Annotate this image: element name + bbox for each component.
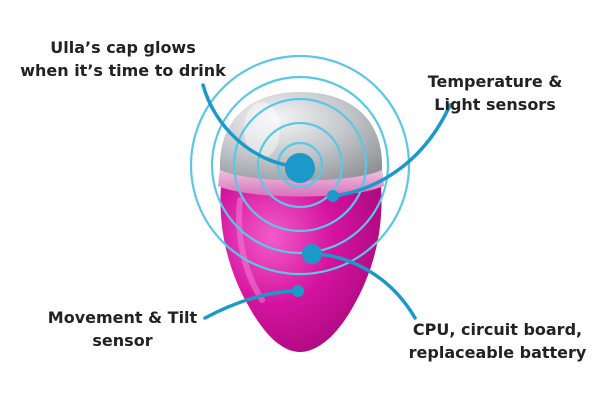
label-line: Movement & Tilt [47, 308, 198, 327]
cap-shine [244, 102, 280, 158]
label-sensors: Temperature & Light sensors [425, 70, 565, 116]
label-cpu: CPU, circuit board, replaceable battery [405, 318, 590, 364]
label-line: when it’s time to drink [20, 61, 226, 80]
glow-rings [189, 54, 411, 276]
label-line: Ulla’s cap glows [50, 38, 196, 57]
label-line: Temperature & [427, 72, 563, 91]
label-line: CPU, circuit board, [412, 320, 583, 339]
callout-line-sensors [331, 103, 452, 198]
dot-cap [285, 153, 315, 183]
dot-sensors [327, 190, 339, 202]
callout-dots [285, 153, 339, 297]
callout-lines [201, 83, 452, 320]
callout-line-cpu [312, 252, 417, 320]
dot-movement [292, 285, 304, 297]
dot-cpu [302, 244, 322, 264]
body-highlight [236, 197, 265, 303]
callout-line-movement [203, 289, 300, 320]
label-cap-glow: Ulla’s cap glows when it’s time to drink [18, 36, 228, 82]
label-line: sensor [92, 331, 153, 350]
label-movement: Movement & Tilt sensor [40, 306, 205, 352]
label-line: replaceable battery [408, 343, 587, 362]
label-line: Light sensors [434, 95, 556, 114]
callout-line-cap [201, 83, 300, 169]
